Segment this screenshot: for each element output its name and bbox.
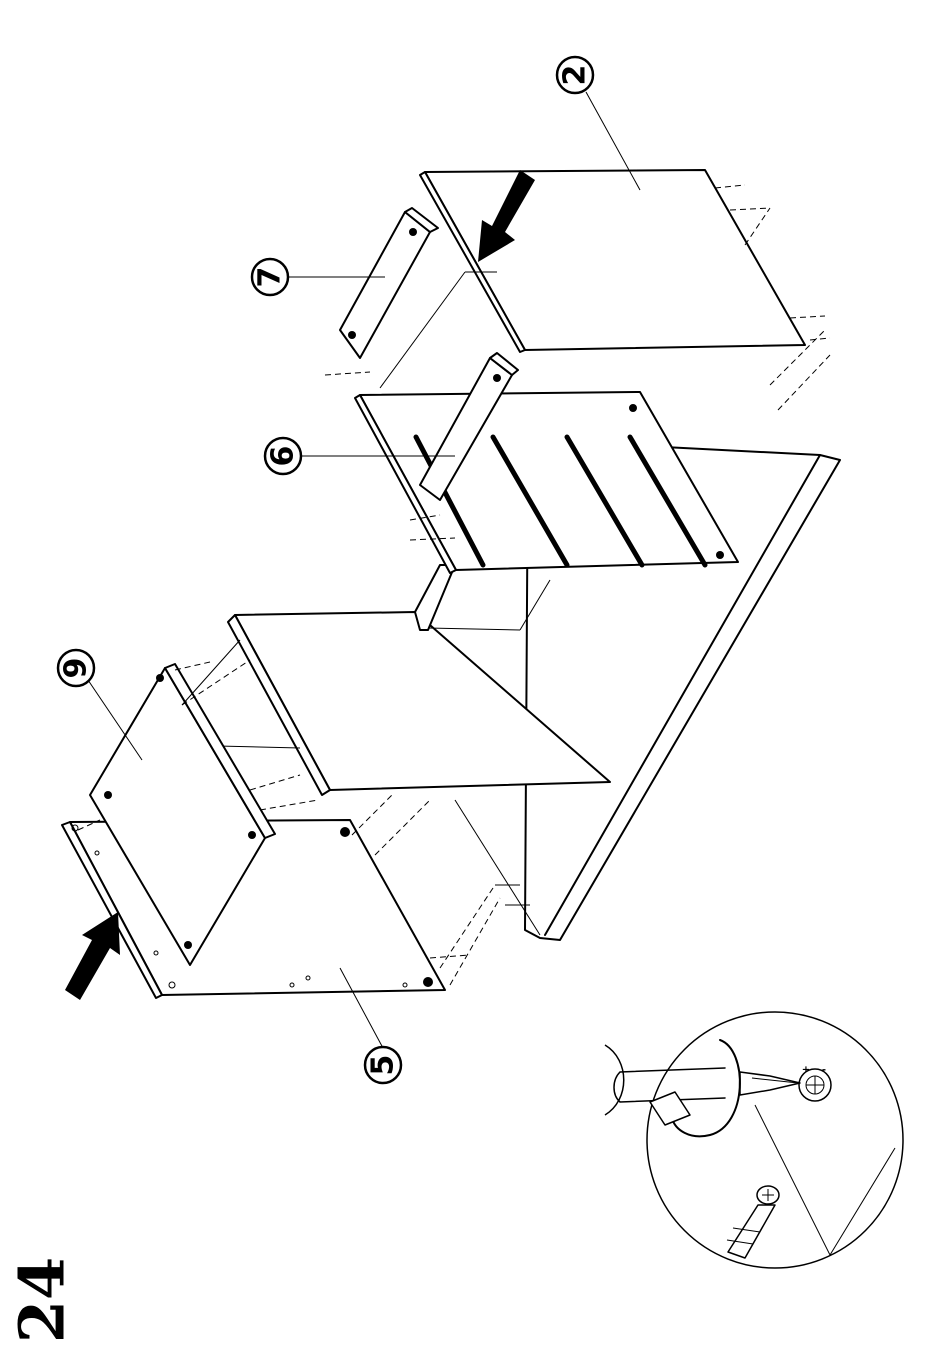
svg-text:6: 6 xyxy=(266,446,301,467)
svg-text:2: 2 xyxy=(558,65,593,86)
step-number: 24 xyxy=(6,1257,79,1343)
svg-text:24: 24 xyxy=(6,1257,79,1343)
svg-text:7: 7 xyxy=(253,267,288,288)
insertion-arrow-icon xyxy=(65,912,120,1000)
part-6-runner-panel xyxy=(325,372,738,573)
rotation-arrow-icon xyxy=(650,1040,740,1136)
cam-lock-icon: + - xyxy=(799,1065,831,1102)
part-2-top-panel xyxy=(380,170,830,410)
screwdriver-icon xyxy=(605,1045,800,1115)
svg-text:5: 5 xyxy=(366,1055,401,1076)
svg-text:9: 9 xyxy=(59,658,94,679)
svg-text:+: + xyxy=(802,1065,810,1076)
cam-screw-icon xyxy=(727,1186,779,1258)
detail-inset: + - xyxy=(605,1012,903,1268)
part-7-small-rail xyxy=(340,208,438,358)
svg-text:-: - xyxy=(822,1065,826,1076)
